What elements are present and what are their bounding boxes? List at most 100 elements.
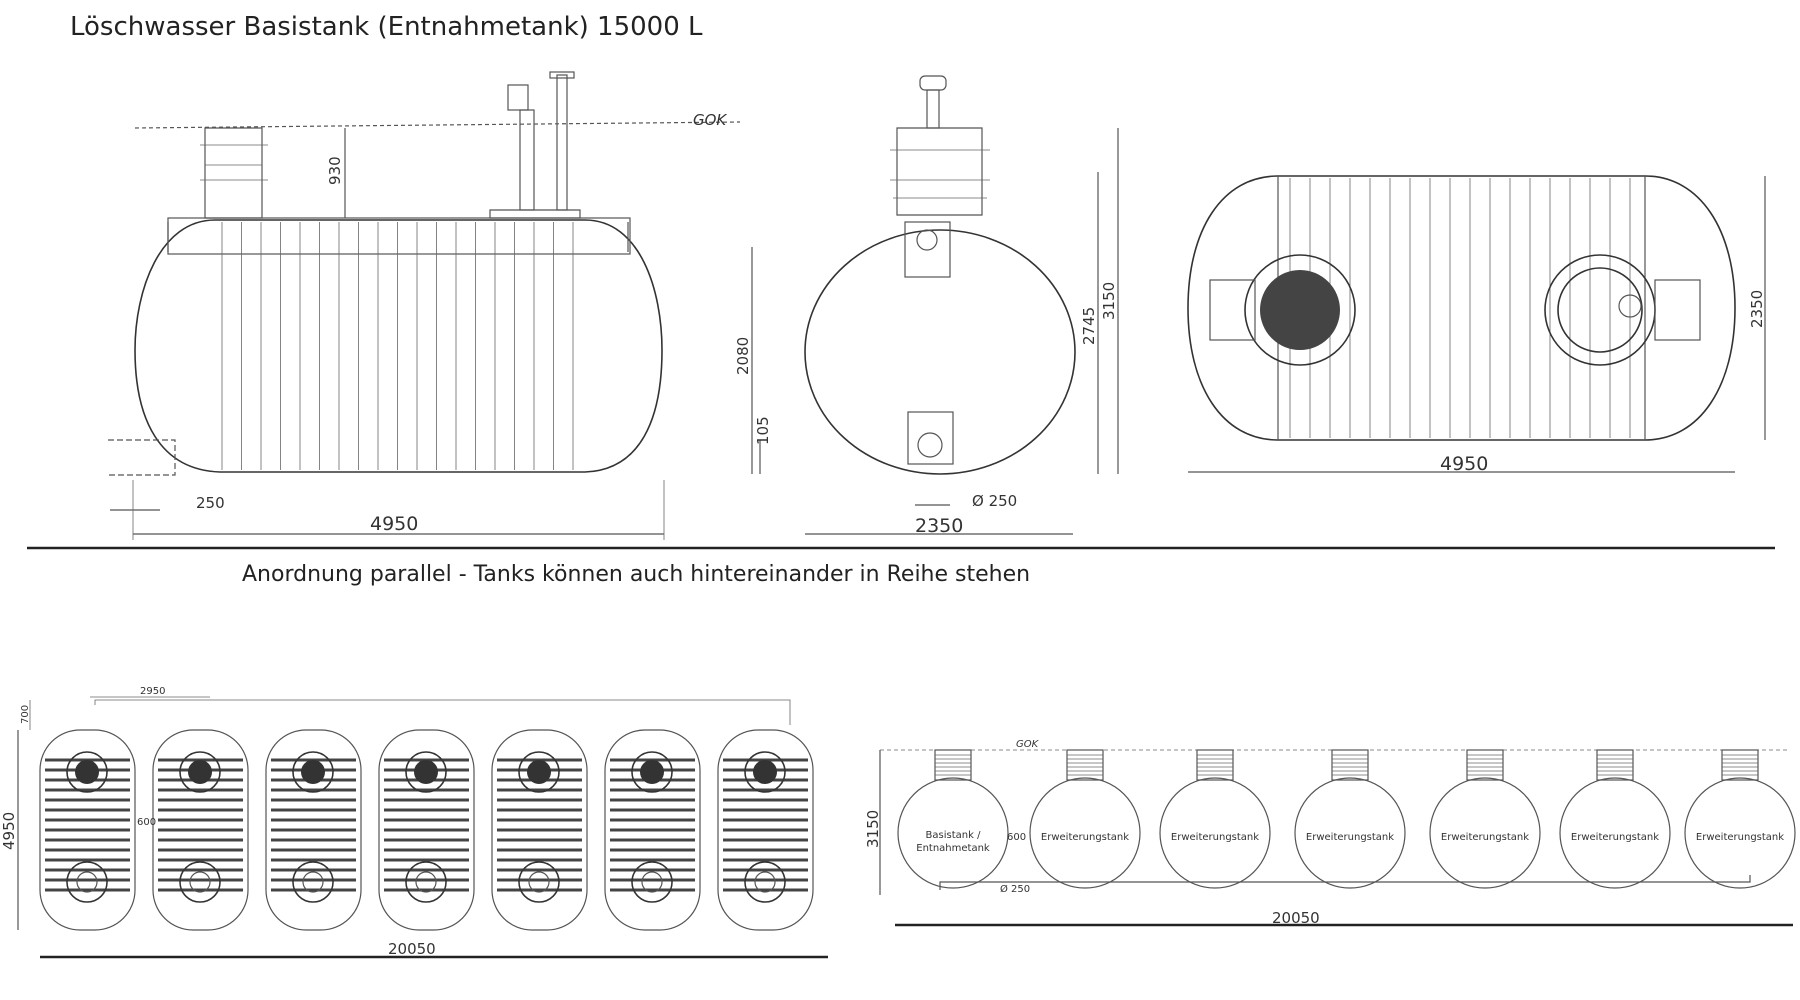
series-tank bbox=[897, 749, 1009, 889]
top-dome-left bbox=[1244, 254, 1356, 366]
front-dim-inlet: 2080 bbox=[734, 337, 752, 375]
series-dim-gap: 600 bbox=[1007, 832, 1026, 843]
side-dim-neck: 930 bbox=[326, 156, 344, 185]
side-end-caps bbox=[167, 222, 629, 252]
ground-line bbox=[134, 121, 741, 129]
series-ext-label: Erweiterungstank bbox=[1171, 832, 1259, 843]
top-handle-right bbox=[1654, 279, 1701, 341]
series-tank-body bbox=[1294, 777, 1406, 889]
series-tank-neck bbox=[934, 749, 972, 781]
front-tank-body bbox=[804, 229, 1076, 475]
series-base-label-1: Basistank / bbox=[926, 830, 982, 841]
series-tank-neck bbox=[1331, 749, 1369, 781]
series-tank-body bbox=[1159, 777, 1271, 889]
page-title: Löschwasser Basistank (Entnahmetank) 150… bbox=[70, 12, 703, 42]
parallel-manifold bbox=[94, 699, 791, 725]
parallel-dome-top-inner bbox=[301, 760, 325, 784]
parallel-tank-outline bbox=[378, 729, 475, 931]
series-ext-label: Erweiterungstank bbox=[1041, 832, 1129, 843]
parallel-dome-top bbox=[179, 751, 221, 793]
series-tank: Erweiterungstank bbox=[1029, 749, 1141, 889]
parallel-dome-top bbox=[744, 751, 786, 793]
parallel-tank bbox=[265, 729, 362, 931]
parallel-dome-top-inner bbox=[527, 760, 551, 784]
parallel-dome-bottom bbox=[405, 861, 447, 903]
series-tank-neck bbox=[1196, 749, 1234, 781]
front-dim-body: 2745 bbox=[1080, 307, 1098, 345]
series-tank-body bbox=[1429, 777, 1541, 889]
parallel-dome-top bbox=[631, 751, 673, 793]
side-neck-left bbox=[204, 127, 263, 219]
side-suction-head bbox=[507, 84, 529, 111]
parallel-dim-total: 20050 bbox=[388, 940, 436, 958]
parallel-dim-spacing: 2950 bbox=[140, 686, 165, 697]
side-vent-cap bbox=[549, 71, 575, 79]
series-tank: Erweiterungstank bbox=[1559, 749, 1671, 889]
parallel-dome-top-inner bbox=[75, 760, 99, 784]
series-connection-pipe bbox=[939, 875, 1751, 890]
front-outlet-port bbox=[917, 432, 943, 458]
series-tank: Erweiterungstank bbox=[1159, 749, 1271, 889]
parallel-dome-bottom-inner bbox=[528, 871, 550, 893]
side-ground-label: GOK bbox=[693, 111, 727, 129]
parallel-dome-top-inner bbox=[753, 760, 777, 784]
front-dim-total: 3150 bbox=[1100, 282, 1118, 320]
series-ext-label: Erweiterungstank bbox=[1441, 832, 1529, 843]
parallel-tank-outline bbox=[717, 729, 814, 931]
series-tank-body bbox=[1029, 777, 1141, 889]
side-view: GOK 930 250 bbox=[108, 71, 741, 540]
parallel-tank-outline bbox=[265, 729, 362, 931]
parallel-dome-bottom-inner bbox=[189, 871, 211, 893]
front-view: 2080 105 2745 3150 Ø 250 2350 bbox=[734, 75, 1119, 537]
front-dim-outlet: 105 bbox=[754, 416, 772, 445]
parallel-tanks bbox=[39, 729, 814, 931]
series-dim-pipe: Ø 250 bbox=[1000, 883, 1030, 895]
parallel-dome-bottom bbox=[292, 861, 334, 903]
front-inlet-port bbox=[916, 229, 938, 251]
series-dim-total: 20050 bbox=[1272, 909, 1320, 927]
side-ribs bbox=[221, 222, 574, 470]
side-inlet-pipe bbox=[108, 439, 176, 476]
top-ribs bbox=[1289, 178, 1631, 438]
series-ground-label: GOK bbox=[1016, 739, 1040, 750]
series-tank-neck bbox=[1596, 749, 1634, 781]
series-base-label-2: Entnahmetank bbox=[916, 843, 990, 854]
parallel-tank bbox=[717, 729, 814, 931]
side-vent-pipe bbox=[556, 74, 568, 211]
series-ext-label: Erweiterungstank bbox=[1696, 832, 1784, 843]
top-service-port bbox=[1618, 294, 1642, 318]
parallel-dome-top-inner bbox=[188, 760, 212, 784]
side-riser-pipe bbox=[519, 109, 535, 211]
parallel-dome-bottom-inner bbox=[754, 871, 776, 893]
parallel-dim-depth: 4950 bbox=[0, 812, 18, 850]
parallel-dome-bottom bbox=[631, 861, 673, 903]
top-handle-left bbox=[1209, 279, 1256, 341]
parallel-tank bbox=[378, 729, 475, 931]
parallel-dome-bottom-inner bbox=[641, 871, 663, 893]
top-service-ring bbox=[1557, 267, 1643, 353]
parallel-tank bbox=[152, 729, 249, 931]
top-dim-length: 4950 bbox=[1440, 453, 1488, 475]
parallel-dome-bottom-inner bbox=[302, 871, 324, 893]
parallel-dome-top-inner bbox=[414, 760, 438, 784]
parallel-tank-outline bbox=[604, 729, 701, 931]
parallel-tank-outline bbox=[39, 729, 136, 931]
side-tank-body bbox=[134, 219, 663, 473]
series-tank: Erweiterungstank bbox=[1684, 749, 1796, 889]
front-neck bbox=[896, 127, 983, 216]
front-riser-pipe bbox=[926, 89, 940, 129]
parallel-dome-bottom bbox=[179, 861, 221, 903]
series-tank-neck bbox=[1721, 749, 1759, 781]
parallel-dim-offset: 700 bbox=[20, 705, 31, 724]
front-riser-cap bbox=[919, 75, 947, 91]
parallel-tank-outline bbox=[491, 729, 588, 931]
parallel-dome-top bbox=[405, 751, 447, 793]
parallel-dome-bottom-inner bbox=[76, 871, 98, 893]
parallel-dome-bottom bbox=[66, 861, 108, 903]
side-dim-pipe: 250 bbox=[196, 494, 225, 512]
parallel-tank-outline bbox=[152, 729, 249, 931]
arrangement-note: Anordnung parallel - Tanks können auch h… bbox=[242, 562, 1031, 587]
series-tank-neck bbox=[1466, 749, 1504, 781]
